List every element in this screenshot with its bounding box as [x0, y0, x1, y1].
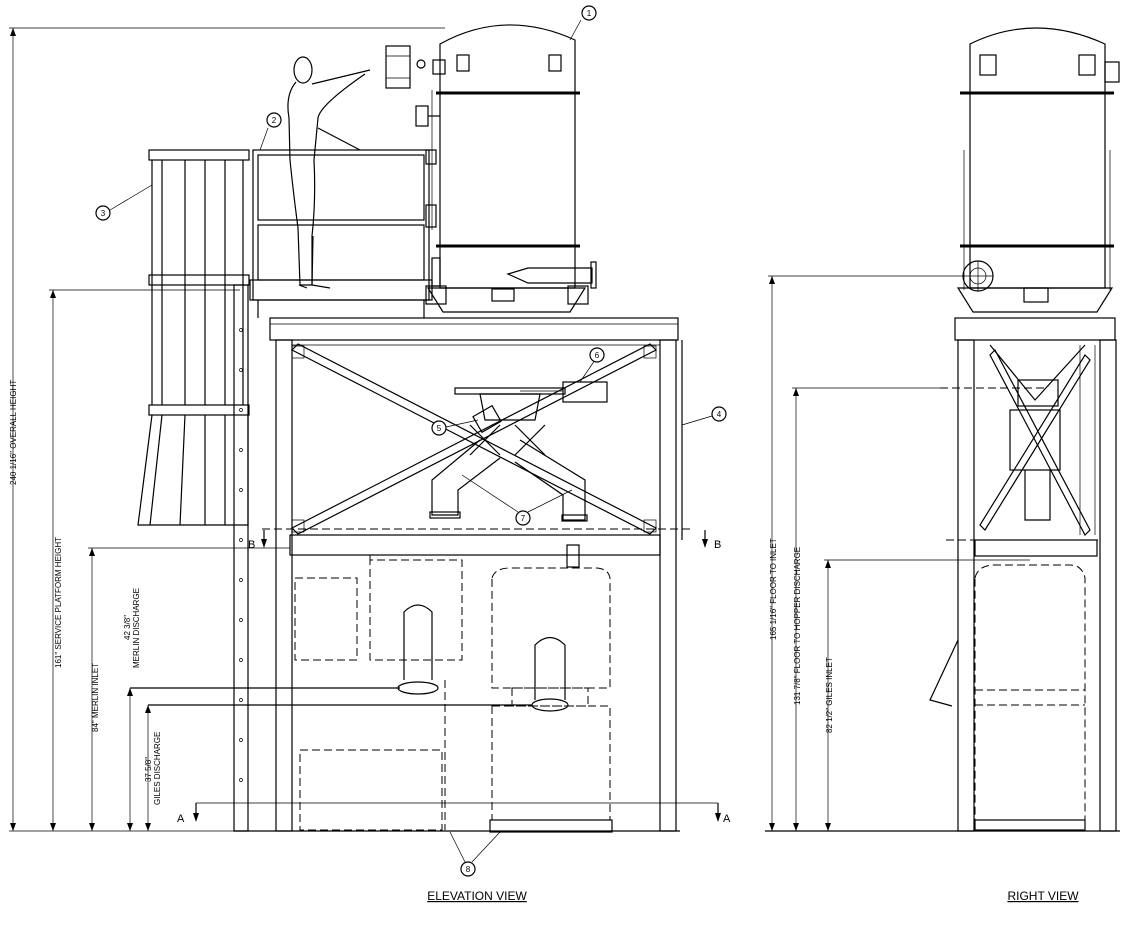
- balloon-4-label: 4: [717, 410, 722, 419]
- right-support-frame: [940, 317, 1117, 832]
- merlin-inlet-label: 84" MERLIN INLET: [91, 663, 100, 732]
- support-frame: [262, 317, 690, 832]
- balloon-3: [95, 205, 111, 221]
- elevation-section-lines: [193, 530, 721, 822]
- balloon-7: [515, 510, 531, 526]
- balloon-4: [711, 406, 727, 422]
- elevation-view: [9, 24, 721, 833]
- service-platform: [249, 149, 433, 318]
- balloon-2-label: 2: [272, 116, 277, 125]
- service-platform-height-label: 161" SERVICE PLATFORM HEIGHT: [54, 537, 63, 668]
- giles-discharge-value: 37 5/8": [144, 757, 153, 782]
- right-dimensions: [765, 275, 1120, 832]
- right-lower-equipment: [824, 559, 1086, 831]
- section-labels: A A B B: [177, 539, 731, 825]
- balloon-5-label: 5: [437, 424, 442, 433]
- giles-inlet-label: 82 1/2" GILES INLET: [825, 657, 834, 733]
- balloons: 1 2 3 4 5 6 7 8: [95, 5, 727, 877]
- right-view: [765, 27, 1120, 832]
- lower-equipment: [130, 544, 613, 833]
- balloon-5: [431, 420, 447, 436]
- balloon-1-label: 1: [587, 9, 592, 18]
- merlin-discharge-label: MERLIN DISCHARGE: [132, 588, 141, 668]
- floor-to-inlet-label: 165 1/16" FLOOR TO INLET: [769, 538, 778, 640]
- section-a-right: A: [723, 813, 731, 825]
- section-b-left: B: [248, 539, 255, 551]
- balloon-8-label: 8: [466, 865, 471, 874]
- human-figure: [287, 56, 371, 289]
- floor-to-hopper-discharge-label: 131 7/8" FLOOR TO HOPPER DISCHARGE: [793, 547, 802, 705]
- section-b-right: B: [714, 539, 721, 551]
- dust-collector: [385, 24, 597, 313]
- balloon-3-label: 3: [101, 209, 106, 218]
- balloon-8: [460, 861, 476, 877]
- balloon-6-label: 6: [595, 351, 600, 360]
- balloon-1: [581, 5, 597, 21]
- balloon-7-label: 7: [521, 514, 526, 523]
- balloon-2: [266, 112, 282, 128]
- merlin-discharge-value: 42 3/8": [123, 615, 132, 640]
- giles-discharge-label: GILES DISCHARGE: [153, 732, 162, 805]
- balloon-6: [589, 347, 605, 363]
- dimension-labels: 240 1/16" OVERALL HEIGHT 161" SERVICE PL…: [9, 380, 834, 805]
- overall-height-label: 240 1/16" OVERALL HEIGHT: [9, 380, 18, 485]
- right-view-title: RIGHT VIEW: [1007, 889, 1079, 903]
- section-a-left: A: [177, 813, 185, 825]
- elevation-dimensions: [9, 27, 445, 832]
- diverter-assembly: [429, 381, 608, 522]
- right-dust-collector: [956, 27, 1120, 313]
- elevation-view-title: ELEVATION VIEW: [427, 889, 527, 903]
- caged-ladder: [137, 149, 250, 832]
